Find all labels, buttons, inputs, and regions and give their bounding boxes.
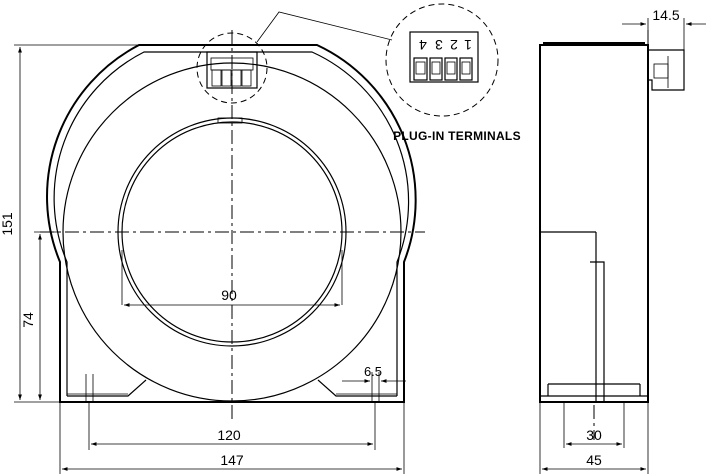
- front-view: [40, 11, 425, 420]
- terminal-label: PLUG-IN TERMINALS: [393, 129, 521, 143]
- side-view: [539, 30, 685, 440]
- dim-mount-spacing: 120: [217, 427, 241, 443]
- terminal-number-2: 2: [450, 37, 458, 53]
- dim-slot-width: 6.5: [364, 364, 382, 379]
- terminal-number-3: 3: [435, 37, 443, 53]
- dim-height-total: 151: [0, 212, 15, 236]
- side-flange: [590, 261, 605, 402]
- foot-right: [317, 379, 397, 397]
- dim-inner-diameter: 90: [221, 287, 237, 303]
- dim-width-total: 147: [220, 452, 244, 468]
- detail-terminal-block: [409, 31, 479, 83]
- detail-leader: [256, 11, 393, 43]
- side-body: [539, 44, 649, 403]
- housing-inner-outline: [53, 51, 410, 396]
- terminal-number-4: 4: [419, 37, 427, 53]
- ring-tab: [217, 117, 243, 124]
- side-terminal-clip: [653, 63, 669, 79]
- terminal-numbers: 1 2 3 4: [419, 37, 472, 53]
- terminal-number-1: 1: [464, 37, 472, 53]
- side-terminal: [648, 49, 685, 91]
- detail-circle-large: [385, 3, 499, 117]
- dim-depth-total: 45: [586, 452, 602, 468]
- detail-terminal-sockets: [413, 57, 473, 81]
- dim-terminal-depth: 14.5: [652, 7, 679, 23]
- dim-depth-base: 30: [586, 427, 602, 443]
- dim-height-window: 74: [20, 312, 36, 328]
- terminal-detail: 1 2 3 4 PLUG-IN TERMINALS: [385, 3, 521, 143]
- housing-outline: [46, 44, 417, 403]
- front-dimensions: 151 74 90 120 147 6.5: [0, 44, 406, 474]
- foot-left: [67, 379, 147, 397]
- side-dimensions: 14.5 30 45: [539, 7, 706, 474]
- terminal-slots: [211, 69, 252, 87]
